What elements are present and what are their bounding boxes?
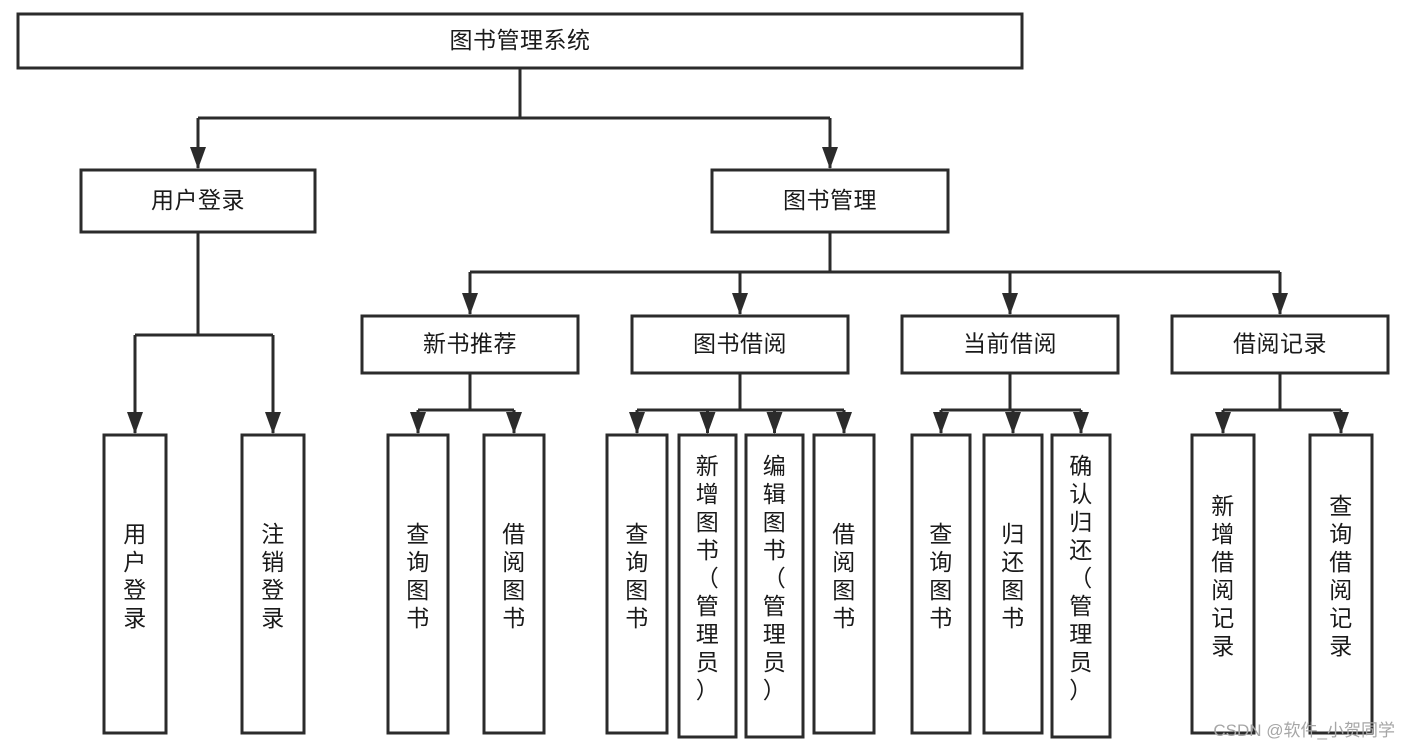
- node-box: [710, 168, 950, 234]
- node-leaf-user-login[interactable]: 用户登录: [102, 433, 168, 735]
- node-leaf-query-borrow-record[interactable]: 查询借阅记录: [1308, 433, 1374, 735]
- node-box: [677, 433, 738, 739]
- node-user-login[interactable]: 用户登录: [79, 168, 317, 234]
- node-box: [16, 12, 1024, 70]
- node-label: 查询图书: [929, 521, 953, 631]
- connector-arrowhead: [766, 412, 783, 434]
- node-leaf-add-book[interactable]: 新增图书（管理员）: [677, 433, 738, 739]
- node-leaf-logout-login[interactable]: 注销登录: [240, 433, 306, 735]
- connector-arrowhead: [1002, 293, 1018, 315]
- connector-arrowhead: [629, 412, 645, 434]
- node-label: 查询图书: [406, 521, 430, 631]
- connector-arrowhead: [1005, 412, 1021, 434]
- node-box: [1050, 433, 1112, 739]
- node-borrow-record[interactable]: 借阅记录: [1170, 314, 1390, 375]
- connector-arrowhead: [1333, 412, 1349, 434]
- node-new-book-recommend[interactable]: 新书推荐: [360, 314, 580, 375]
- node-label: 查询借阅记录: [1329, 493, 1353, 659]
- node-label: 图书借阅: [693, 331, 787, 357]
- connector-arrowhead: [265, 412, 281, 434]
- node-book-management[interactable]: 图书管理: [710, 168, 950, 234]
- node-label: 新增图书（管理员）: [696, 453, 720, 703]
- node-label: 查询图书: [625, 521, 649, 631]
- node-box: [910, 433, 972, 735]
- node-leaf-return-book[interactable]: 归还图书: [982, 433, 1044, 735]
- node-box: [1308, 433, 1374, 735]
- connector-arrowhead: [822, 147, 838, 169]
- connector-arrowhead: [410, 412, 426, 434]
- node-box: [1170, 314, 1390, 375]
- node-box: [605, 433, 669, 735]
- node-leaf-add-borrow-record[interactable]: 新增借阅记录: [1190, 433, 1256, 735]
- node-box: [102, 433, 168, 735]
- node-box: [1190, 433, 1256, 735]
- node-label: 确认归还（管理员）: [1069, 453, 1093, 703]
- node-box: [812, 433, 876, 735]
- node-box: [360, 314, 580, 375]
- connector-arrowhead: [1073, 412, 1089, 434]
- node-leaf-query-book-borrow[interactable]: 查询图书: [605, 433, 669, 735]
- node-label: 编辑图书（管理员）: [763, 453, 787, 703]
- node-label: 借阅图书: [832, 521, 856, 631]
- connector-arrowhead: [190, 147, 206, 169]
- connector-arrowhead: [1215, 412, 1231, 434]
- connectors-layer: [127, 68, 1349, 434]
- node-leaf-query-book-recommend[interactable]: 查询图书: [386, 433, 450, 735]
- node-box: [482, 433, 546, 735]
- node-leaf-edit-book[interactable]: 编辑图书（管理员）: [744, 433, 805, 739]
- node-box: [79, 168, 317, 234]
- node-label: 归还图书: [1001, 521, 1025, 631]
- connector-arrowhead: [462, 293, 478, 315]
- node-leaf-borrow-book[interactable]: 借阅图书: [812, 433, 876, 735]
- node-leaf-confirm-return[interactable]: 确认归还（管理员）: [1050, 433, 1112, 739]
- connector-arrowhead: [506, 412, 522, 434]
- node-label: 用户登录: [151, 187, 245, 213]
- node-box: [982, 433, 1044, 735]
- node-box: [386, 433, 450, 735]
- node-label: 用户登录: [123, 521, 147, 631]
- node-label: 当前借阅: [963, 331, 1057, 357]
- node-label: 新书推荐: [423, 331, 517, 357]
- connector-arrowhead: [699, 412, 716, 434]
- node-label: 借阅图书: [502, 521, 526, 631]
- nodes-layer: 图书管理系统用户登录图书管理新书推荐图书借阅当前借阅借阅记录用户登录注销登录查询…: [16, 12, 1390, 739]
- node-box: [744, 433, 805, 739]
- node-box: [900, 314, 1120, 375]
- connector-arrowhead: [836, 412, 852, 434]
- node-current-borrow[interactable]: 当前借阅: [900, 314, 1120, 375]
- connector-arrowhead: [732, 293, 748, 315]
- node-label: 新增借阅记录: [1211, 493, 1235, 659]
- node-label: 注销登录: [261, 521, 285, 631]
- connector-arrowhead: [1272, 293, 1288, 315]
- node-label: 图书管理: [783, 187, 877, 213]
- node-box: [630, 314, 850, 375]
- connector-arrowhead: [933, 412, 949, 434]
- node-root[interactable]: 图书管理系统: [16, 12, 1024, 70]
- node-leaf-query-book-current[interactable]: 查询图书: [910, 433, 972, 735]
- connector-arrowhead: [127, 412, 143, 434]
- node-box: [240, 433, 306, 735]
- node-label: 图书管理系统: [450, 27, 591, 53]
- node-leaf-borrow-book-recommend[interactable]: 借阅图书: [482, 433, 546, 735]
- node-label: 借阅记录: [1233, 331, 1327, 357]
- node-book-borrow[interactable]: 图书借阅: [630, 314, 850, 375]
